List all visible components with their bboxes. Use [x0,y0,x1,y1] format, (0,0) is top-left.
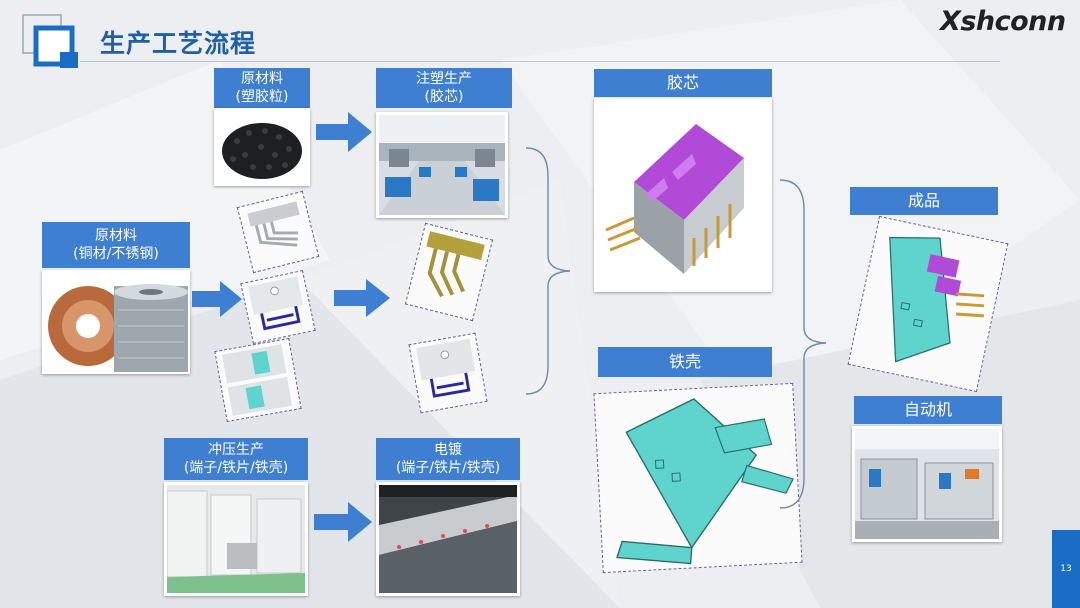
shell-render [593,382,803,574]
arrow-right-icon [316,112,372,152]
stamping-photo [164,482,308,596]
label-line: 自动机 [903,400,952,419]
brace-connector [525,147,571,395]
pellets-photo [214,108,310,186]
label-plating: 电镀 (端子/铁片/铁壳) [376,438,520,480]
label-line: 注塑生产 [416,71,472,87]
core-render [594,98,772,292]
brace-connector [779,179,827,509]
corner-logo-icon [22,14,78,68]
label-line: 原材料 [241,71,283,87]
arrow-right-icon [192,281,242,317]
metal-coils-photo [42,270,190,374]
title-divider [80,61,1000,62]
label-line: (端子/铁片/铁壳) [183,460,289,476]
stamped-shell-parts [214,337,302,423]
label-stamping: 冲压生产 (端子/铁片/铁壳) [164,438,308,480]
arrow-right-icon [334,279,390,317]
label-line: (铜材/不锈钢) [73,246,159,262]
stamped-plate [240,270,316,344]
label-injection: 注塑生产 (胶芯) [376,68,512,108]
label-automation: 自动机 [854,396,1002,424]
page-number: 13 [1060,564,1072,574]
automation-photo [852,426,1002,542]
stamped-terminal-strip [236,190,320,274]
label-line: 电镀 [434,442,462,458]
label-line: 胶芯 [666,73,699,92]
finished-connector-render [847,215,1009,393]
label-raw-pellets: 原材料 (塑胶粒) [214,68,310,108]
label-finished: 成品 [850,187,998,215]
label-raw-metal: 原材料 (铜材/不锈钢) [42,222,190,268]
label-line: (塑胶粒) [235,89,289,105]
label-shell: 铁壳 [598,347,772,377]
injection-photo [376,112,508,218]
label-line: 铁壳 [668,352,701,371]
label-line: 成品 [907,191,940,210]
plating-photo [376,482,520,596]
arrow-right-icon [314,502,372,542]
brand-logo: Xshconn [940,6,1066,37]
plated-plate [408,332,488,414]
page-number-tab: 13 [1052,530,1080,608]
label-line: (端子/铁片/铁壳) [395,460,501,476]
plated-terminal-strip [404,222,494,322]
label-core: 胶芯 [594,69,772,97]
page-title: 生产工艺流程 [100,29,257,58]
label-line: 冲压生产 [208,442,264,458]
label-line: 原材料 [95,228,137,244]
label-line: (胶芯) [424,89,464,105]
